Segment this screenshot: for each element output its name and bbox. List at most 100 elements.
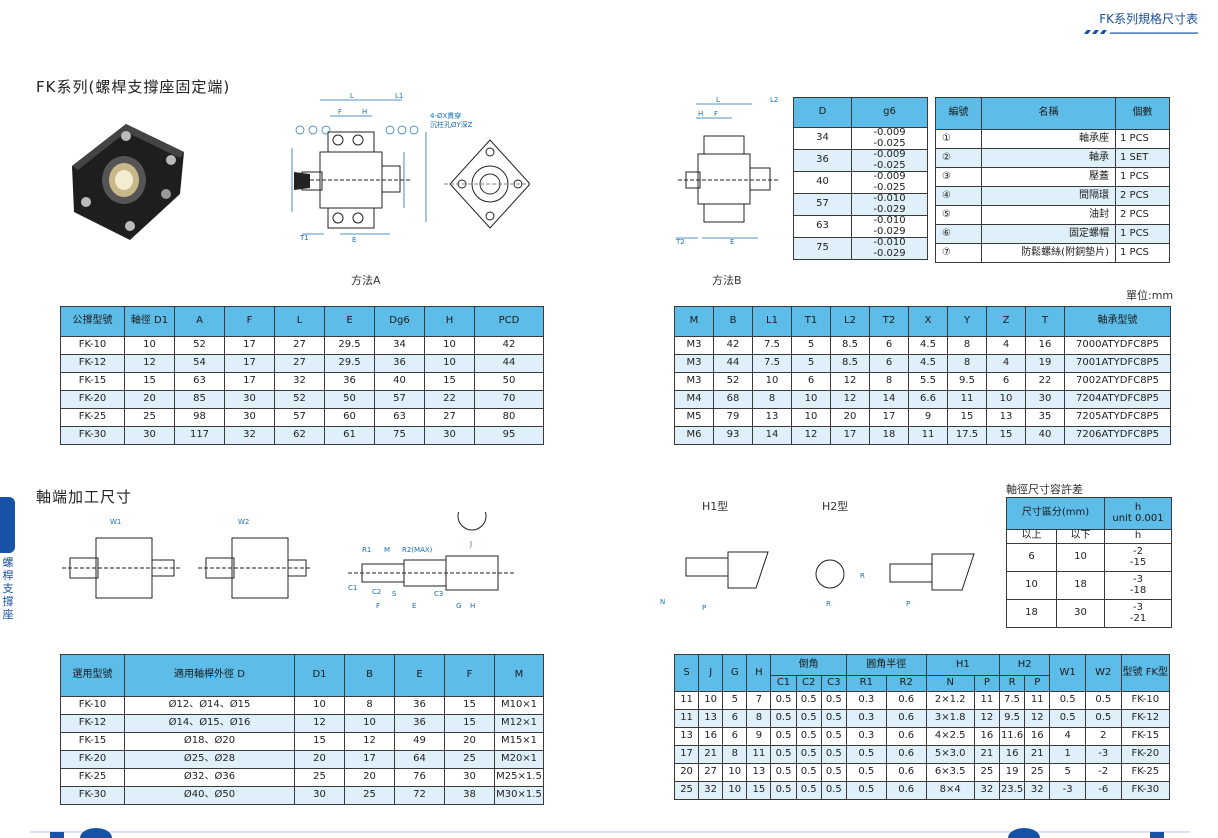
table-cell: 30 bbox=[224, 408, 275, 427]
table-cell: FK-10 bbox=[1120, 691, 1171, 710]
table-cell: 17 bbox=[224, 336, 275, 355]
table-cell: 22 bbox=[1025, 372, 1065, 391]
table-cell: 6 bbox=[869, 336, 909, 355]
table-cell: FK-20 bbox=[60, 750, 125, 769]
table-cell: 10 bbox=[124, 336, 175, 355]
svg-text:S: S bbox=[392, 590, 397, 598]
table-cell: 0.5 bbox=[820, 709, 847, 728]
table-row: ① 軸承座 1 PCS bbox=[935, 129, 1170, 149]
table-cell: 50 bbox=[474, 372, 544, 391]
svg-text:R: R bbox=[860, 572, 865, 580]
table-cell: 0.5 bbox=[845, 763, 887, 782]
table-cell: 0.5 bbox=[1084, 691, 1122, 710]
table-cell: M5 bbox=[674, 408, 714, 427]
table-cell: 16 bbox=[698, 727, 724, 746]
table-cell: 11 bbox=[746, 745, 772, 764]
table-cell: 3×1.8 bbox=[925, 709, 975, 728]
table-cell: Ø12、Ø14、Ø15 bbox=[124, 696, 295, 715]
table-cell: M6 bbox=[674, 426, 714, 445]
table-cell: 0.5 bbox=[795, 709, 822, 728]
table-cell: 17.5 bbox=[947, 426, 987, 445]
svg-text:N: N bbox=[660, 598, 665, 606]
table-cell: M12×1 bbox=[494, 714, 544, 733]
product-photo bbox=[72, 124, 184, 240]
table-cell: 44 bbox=[713, 354, 753, 373]
table-cell: 4 bbox=[1049, 727, 1086, 746]
table-cell: FK-30 bbox=[1120, 781, 1171, 800]
diagram-h1-h2: NP RR P bbox=[660, 551, 975, 612]
table-cell: 15 bbox=[444, 714, 495, 733]
table-cell: 0.5 bbox=[770, 745, 797, 764]
table-cell: -3 bbox=[1049, 781, 1086, 800]
table-cell: 20 bbox=[294, 750, 345, 769]
table-cell: 15 bbox=[986, 426, 1026, 445]
table-cell: 8 bbox=[869, 372, 909, 391]
table-cell: 10 bbox=[294, 696, 345, 715]
table-cell: 52 bbox=[713, 372, 753, 391]
footer-decoration bbox=[30, 828, 1190, 838]
table-cell: 0.5 bbox=[795, 781, 822, 800]
table-cell: 21 bbox=[973, 745, 1001, 764]
table-cell: FK-25 bbox=[1120, 763, 1171, 782]
table-cell: 8×4 bbox=[925, 781, 975, 800]
table-cell: 8 bbox=[752, 390, 792, 409]
table-cell: M20×1 bbox=[494, 750, 544, 769]
table-cell: 98 bbox=[174, 408, 225, 427]
table-cell: FK-12 bbox=[60, 714, 125, 733]
table-cell: 9.5 bbox=[998, 709, 1026, 728]
table-cell: 10 bbox=[344, 714, 395, 733]
table-cell: 10 bbox=[722, 763, 748, 782]
svg-text:M: M bbox=[384, 546, 390, 554]
table-cell: 4.5 bbox=[908, 336, 948, 355]
table-cell: 38 bbox=[444, 786, 495, 805]
table-cell: 17 bbox=[830, 426, 870, 445]
table-cell: 22 bbox=[424, 390, 475, 409]
table-cell: 7 bbox=[746, 691, 772, 710]
table-cell: 30 bbox=[294, 786, 345, 805]
table-cell: 6×3.5 bbox=[925, 763, 975, 782]
table-cell: M15×1 bbox=[494, 732, 544, 751]
table-cell: FK-25 bbox=[60, 408, 125, 427]
table-cell: 18 bbox=[869, 426, 909, 445]
table-cell: 23.5 bbox=[998, 781, 1026, 800]
table-cell: 36 bbox=[394, 696, 445, 715]
table-cell: 0.5 bbox=[820, 727, 847, 746]
table-cell: 0.6 bbox=[885, 745, 927, 764]
svg-text:F: F bbox=[338, 108, 342, 116]
table-cell: 9 bbox=[908, 408, 948, 427]
table-cell: 9 bbox=[746, 727, 772, 746]
table-cell: 0.6 bbox=[885, 763, 927, 782]
table-cell: 0.6 bbox=[885, 691, 927, 710]
svg-text:P: P bbox=[702, 604, 706, 612]
table-cell: 7001ATYDFC8P5 bbox=[1064, 354, 1171, 373]
svg-text:C3: C3 bbox=[434, 590, 443, 598]
table-cell: 13 bbox=[746, 763, 772, 782]
table-cell: 0.5 bbox=[795, 763, 822, 782]
table-cell: 57 bbox=[374, 390, 425, 409]
svg-text:R: R bbox=[826, 600, 831, 608]
table-cell: 79 bbox=[713, 408, 753, 427]
table-cell: 35 bbox=[1025, 408, 1065, 427]
table-cell: 12 bbox=[1024, 709, 1051, 728]
table-cell: 5 bbox=[1049, 763, 1086, 782]
section-title-fk-series: FK系列(螺桿支撐座固定端) bbox=[36, 78, 231, 96]
tolerance-title: 軸徑尺寸容許差 bbox=[1006, 483, 1083, 496]
table-cell: 0.5 bbox=[770, 727, 797, 746]
table-cell: FK-30 bbox=[60, 426, 125, 445]
table-cell: 12 bbox=[294, 714, 345, 733]
table-cell: 0.6 bbox=[885, 727, 927, 746]
table-cell: 6 bbox=[869, 354, 909, 373]
table-cell: 20 bbox=[444, 732, 495, 751]
table-cell: FK-12 bbox=[1120, 709, 1171, 728]
table-cell: 1 bbox=[1049, 745, 1086, 764]
table-cell: 29.5 bbox=[324, 336, 375, 355]
